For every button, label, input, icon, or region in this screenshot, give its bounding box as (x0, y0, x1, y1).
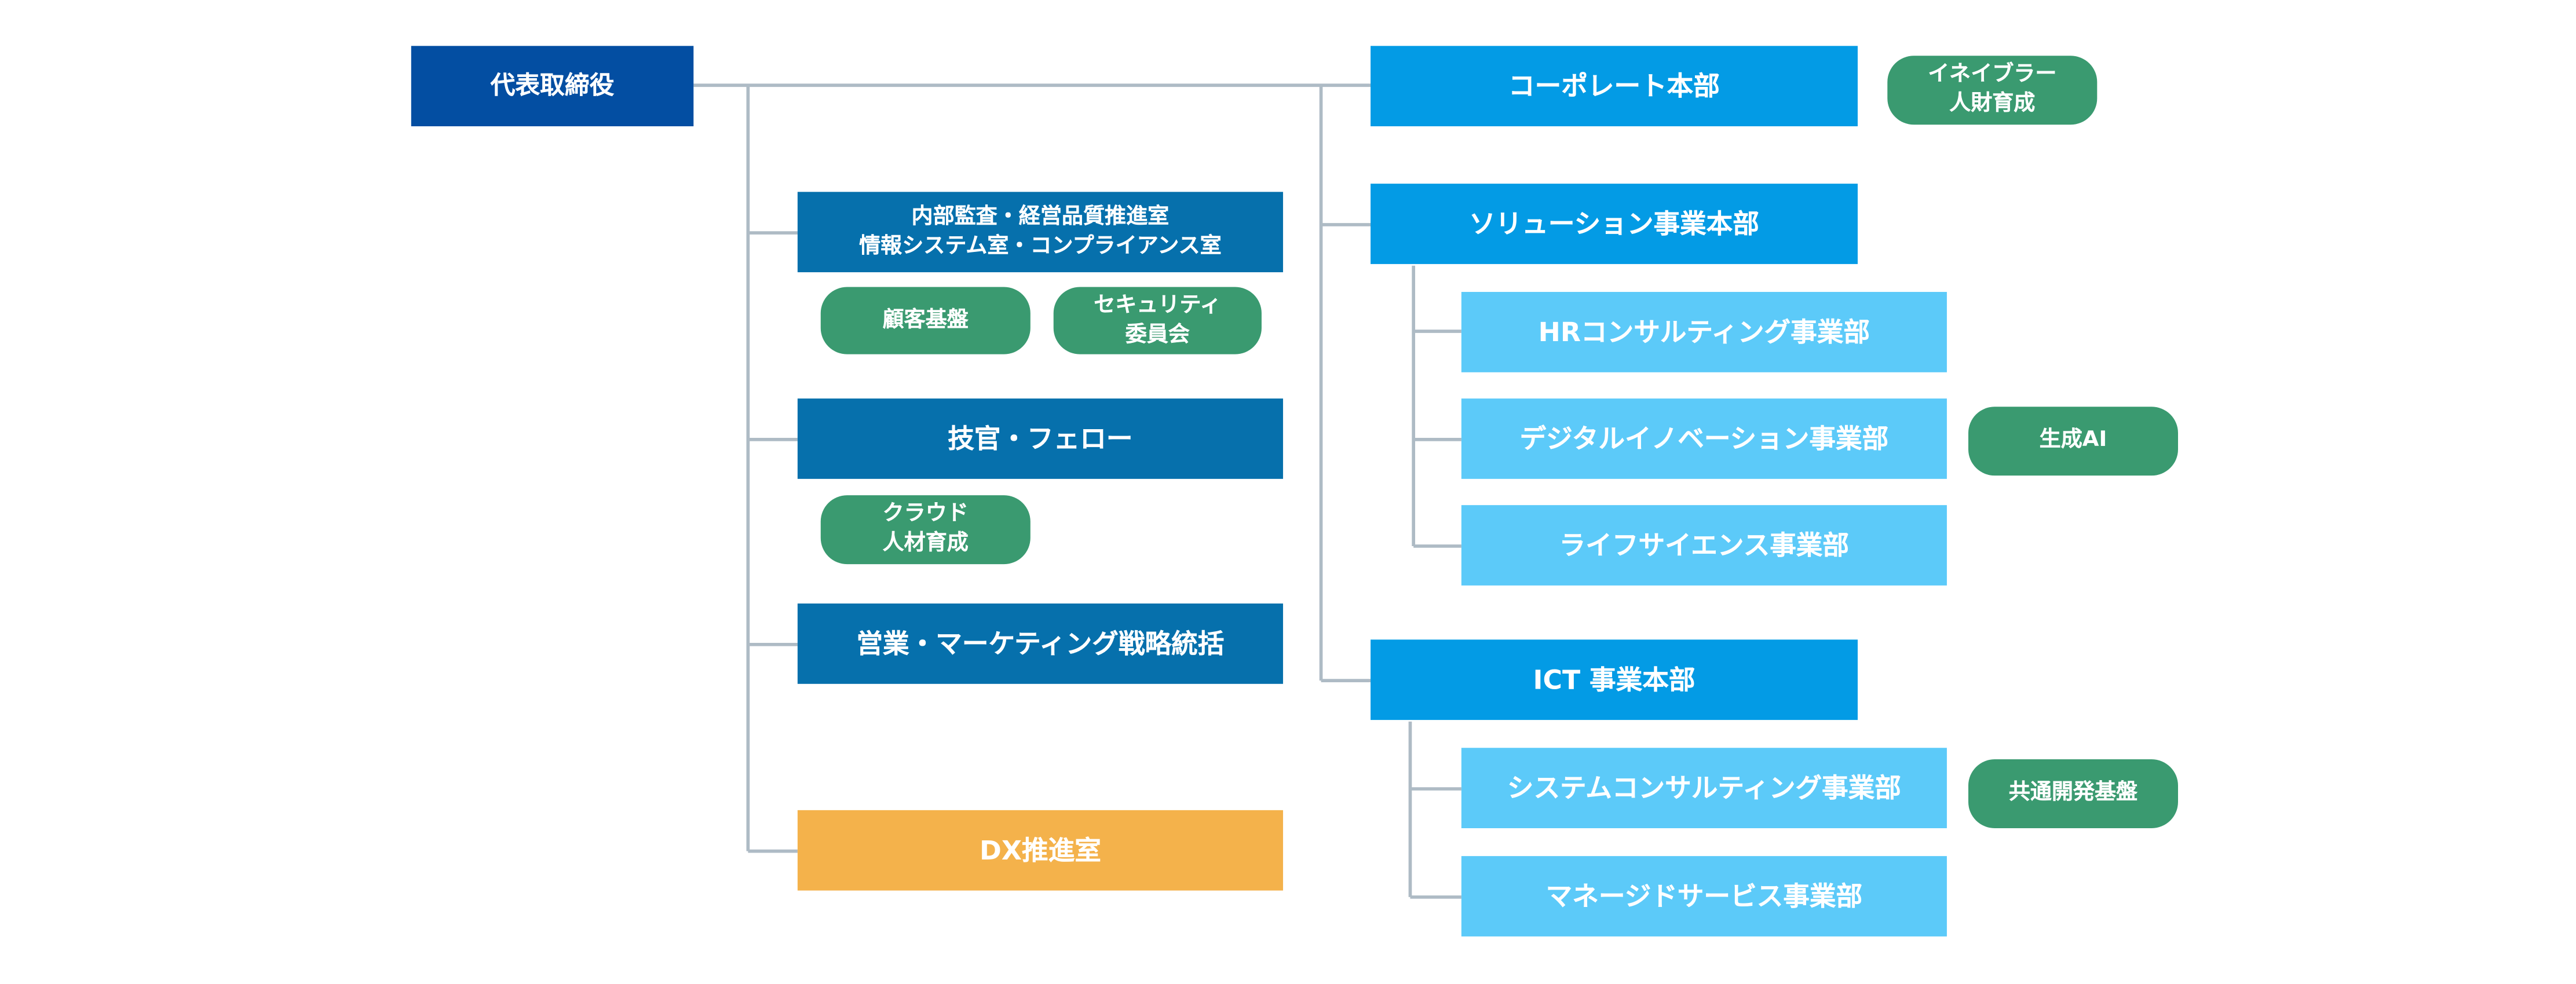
marketing-label: 営業・マーケティング戦略統括 (856, 627, 1225, 659)
ict-hq-label: ICT 事業本部 (1533, 663, 1696, 695)
common-platform-tag: 共通開発基盤 (1968, 759, 2178, 828)
gen-ai-tag: 生成AI (1968, 407, 2178, 476)
digital-innovation-division-label: デジタルイノベーション事業部 (1519, 422, 1889, 454)
dx-office-box: DX推進室 (797, 810, 1283, 891)
audit-office-label: 内部監査・経営品質推進室 情報システム室・コンプライアンス室 (859, 204, 1222, 258)
solution-hq-box: ソリューション事業本部 (1371, 184, 1858, 264)
cloud-hr-tag: クラウド 人材育成 (820, 495, 1031, 565)
cloud-hr-label: クラウド 人材育成 (882, 502, 969, 556)
customer-base-label: 顧客基盤 (882, 308, 969, 333)
system-consulting-division-label: システムコンサルティング事業部 (1507, 771, 1901, 803)
audit-office-box: 内部監査・経営品質推進室 情報システム室・コンプライアンス室 (797, 192, 1283, 273)
common-platform-label: 共通開発基盤 (2008, 781, 2138, 806)
life-science-division-box: ライフサイエンス事業部 (1461, 505, 1947, 586)
managed-service-division-box: マネージドサービス事業部 (1461, 856, 1947, 937)
fellow-box: 技官・フェロー (797, 398, 1283, 479)
digital-innovation-division-box: デジタルイノベーション事業部 (1461, 398, 1947, 479)
enabler-hr-label: イネイブラー 人財育成 (1928, 63, 2057, 117)
security-committee-label: セキュリティ 委員会 (1094, 293, 1222, 347)
gen-ai-label: 生成AI (2039, 428, 2107, 453)
security-committee-tag: セキュリティ 委員会 (1053, 287, 1262, 354)
corporate-hq-box: コーポレート本部 (1371, 46, 1858, 127)
marketing-box: 営業・マーケティング戦略統括 (797, 603, 1283, 684)
corporate-hq-label: コーポレート本部 (1508, 69, 1720, 101)
enabler-hr-tag: イネイブラー 人財育成 (1887, 56, 2098, 125)
managed-service-division-label: マネージドサービス事業部 (1545, 880, 1863, 912)
hr-consulting-division-box: HRコンサルティング事業部 (1461, 292, 1947, 372)
dx-office-label: DX推進室 (979, 834, 1101, 866)
ceo-label: 代表取締役 (490, 71, 615, 101)
fellow-label: 技官・フェロー (948, 422, 1133, 454)
solution-hq-label: ソリューション事業本部 (1469, 207, 1759, 239)
life-science-division-label: ライフサイエンス事業部 (1559, 529, 1850, 561)
hr-consulting-division-label: HRコンサルティング事業部 (1538, 316, 1870, 347)
ict-hq-box: ICT 事業本部 (1371, 639, 1858, 720)
customer-base-tag: 顧客基盤 (820, 287, 1031, 354)
ceo-box: 代表取締役 (411, 46, 694, 127)
system-consulting-division-box: システムコンサルティング事業部 (1461, 748, 1947, 828)
